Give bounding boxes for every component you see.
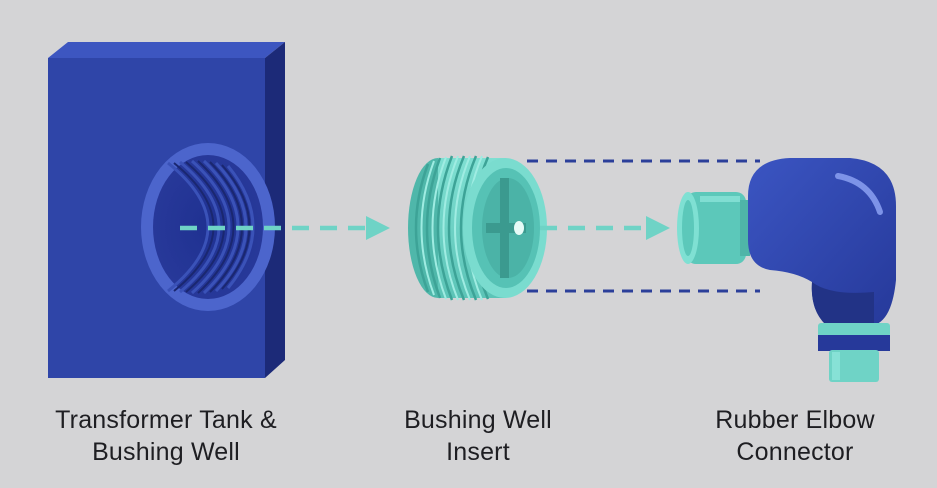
elbow-highlight: [835, 173, 883, 215]
label-transformer-tank: Transformer Tank & Bushing Well: [36, 404, 296, 468]
insert-face: [463, 158, 547, 298]
label-bushing-well-insert: Bushing Well Insert: [348, 404, 608, 468]
rubber-elbow-connector-icon: [677, 158, 896, 382]
tank-top-face: [48, 42, 285, 58]
label-line: Connector: [736, 438, 854, 466]
elbow-base: [818, 335, 890, 351]
elbow-stem: [829, 350, 879, 382]
transformer-tank-icon: [48, 42, 285, 378]
tank-side-face: [265, 42, 285, 378]
label-line: Transformer Tank &: [55, 406, 277, 434]
elbow-probe: [677, 192, 750, 264]
arrow-right-icon: [180, 216, 390, 240]
elbow-shading: [811, 282, 874, 325]
label-line: Bushing Well: [404, 406, 552, 434]
alignment-guides: [527, 159, 760, 293]
elbow-collar: [818, 323, 890, 337]
bushing-well-insert-icon: [408, 155, 547, 301]
elbow-body: [748, 158, 896, 325]
label-line: Bushing Well: [92, 438, 240, 466]
arrow-right-icon: [540, 216, 670, 240]
label-line: Rubber Elbow: [715, 406, 875, 434]
label-rubber-elbow-connector: Rubber Elbow Connector: [665, 404, 925, 468]
label-line: Insert: [446, 438, 510, 466]
